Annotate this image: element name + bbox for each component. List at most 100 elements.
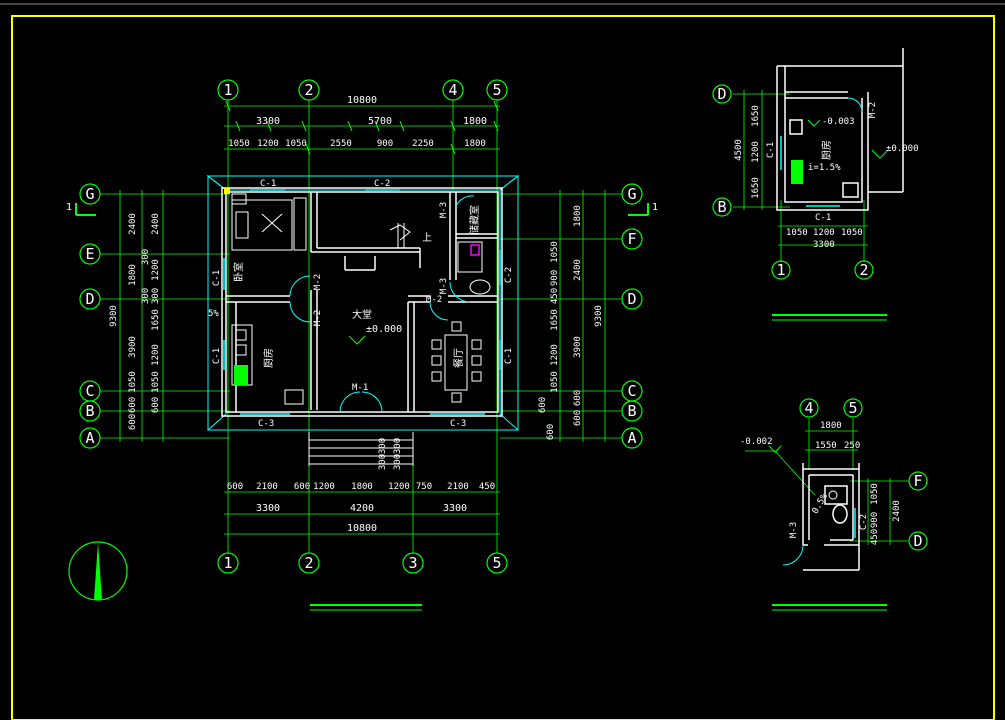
dim-left-inner-3: 1200 <box>151 259 161 281</box>
dim-left-inner-5: 1650 <box>151 309 161 331</box>
kitchen-level-out: ±0.000 <box>886 144 919 154</box>
main-floor-plan: 1 2 4 5 1 2 3 5 G E D C B A G F D C B A … <box>66 79 658 574</box>
kitchen-level-in: -0.003 <box>822 117 855 127</box>
dim-bottom-mid-3: 3300 <box>443 503 467 514</box>
kitchen-slope: i=1.5% <box>808 163 841 173</box>
dim-right-inner-1: 1800 <box>573 205 583 227</box>
axis-right-g: G <box>627 185 636 203</box>
dim-left-total: 9300 <box>109 305 119 327</box>
bathroom-detail: 4 5 F D -0.002 0.5% C-2 M-3 1800 1550 25… <box>740 398 928 571</box>
dim-steps-4: 300 <box>393 454 403 470</box>
axis-left-a: A <box>85 429 94 447</box>
section-mark-right: 1 <box>652 202 658 213</box>
dim-top-inner-7: 1800 <box>464 139 486 149</box>
dim-right-inner-7: 1200 <box>550 344 560 366</box>
dim-top-inner-2: 1200 <box>257 139 279 149</box>
kitchen-axis-d: D <box>717 85 726 103</box>
axis-left-b: B <box>85 402 94 420</box>
kitchen-dim-left-1: 1650 <box>751 105 761 127</box>
bath-door: M-3 <box>789 522 799 538</box>
toilet-icon <box>457 241 491 295</box>
dim-left-inner-1: 2400 <box>151 213 161 235</box>
hall-level: ±0.000 <box>366 324 402 335</box>
axis-left-c: C <box>85 382 94 400</box>
dim-top-inner-6: 2250 <box>412 139 434 149</box>
dim-bottom-inner-1: 600 <box>227 482 243 492</box>
bath-dim-right-total: 2400 <box>892 500 902 522</box>
dim-right-outer-3: 600 <box>573 410 583 426</box>
dim-top-total: 10800 <box>347 95 377 106</box>
door-m2-kitchen: M-2 <box>313 310 323 326</box>
door-swing-icon <box>289 275 311 297</box>
axis-bottom-5: 5 <box>492 554 501 572</box>
dim-right-outer-1: 3900 <box>573 336 583 358</box>
kitchen-axis-1: 1 <box>776 261 785 279</box>
bath-level: -0.002 <box>740 437 773 447</box>
door-m3-bath: M-3 <box>439 278 449 294</box>
dim-bottom-mid-2: 4200 <box>350 503 374 514</box>
bath-dim-top-total: 1800 <box>820 421 842 431</box>
axis-right-a: A <box>627 429 636 447</box>
door-m1: M-1 <box>352 383 368 393</box>
room-storage: 储藏室 <box>468 205 481 235</box>
axis-top-2: 2 <box>304 81 313 99</box>
bath-axis-d: D <box>913 532 922 550</box>
dim-right-outer-2: 600 <box>573 390 583 406</box>
dim-right-inner-3: 2400 <box>573 259 583 281</box>
axis-bottom-3: 3 <box>408 554 417 572</box>
axis-bottom-1: 1 <box>223 554 232 572</box>
dim-right-inner-10: 600 <box>546 424 556 440</box>
axis-bottom-2: 2 <box>304 554 313 572</box>
dim-top-inner-5: 900 <box>377 139 393 149</box>
north-arrow-icon <box>68 541 128 601</box>
dim-left-outer-5: 1050 <box>128 371 138 393</box>
bath-dim-top-2: 250 <box>844 441 860 451</box>
dim-left-inner-2: 300 <box>141 249 151 265</box>
dim-bottom-inner-9: 450 <box>479 482 495 492</box>
dim-bottom-inner-3: 600 <box>294 482 310 492</box>
dim-top-inner-3: 1050 <box>285 139 307 149</box>
kitchen-dim-left-3: 1650 <box>751 177 761 199</box>
window-c1-bedroom: C-1 <box>212 270 222 286</box>
dim-left-inner-7: 1050 <box>151 371 161 393</box>
kitchen-window: C-1 <box>815 213 831 223</box>
window-c1-right: C-1 <box>504 348 514 364</box>
dim-left-outer-4: 3900 <box>128 336 138 358</box>
dim-right-inner-6: 1650 <box>550 309 560 331</box>
dim-top-mid-2: 5700 <box>368 116 392 127</box>
axis-top-5: 5 <box>492 81 501 99</box>
dim-top-inner-1: 1050 <box>228 139 250 149</box>
dim-right-inner-9: 600 <box>538 397 548 413</box>
axis-right-c: C <box>627 382 636 400</box>
dim-top-mid-1: 3300 <box>256 116 280 127</box>
bed-icon <box>231 193 307 251</box>
dim-bottom-mid-1: 3300 <box>256 503 280 514</box>
kitchen-detail: D B 1 2 厨房 i=1.5% -0.003 ±0.000 C-1 M-2 … <box>712 48 919 280</box>
dim-right-inner-8: 1050 <box>550 371 560 393</box>
stair-up-label: 上 <box>422 232 432 244</box>
dim-steps-2: 300 <box>378 454 388 470</box>
dim-left-outer-7: 600 <box>128 414 138 430</box>
bath-window: C-2 <box>859 514 869 530</box>
dim-top-mid-3: 1800 <box>463 116 487 127</box>
axis-right-b: B <box>627 402 636 420</box>
axis-right-d: D <box>627 290 636 308</box>
dim-right-total: 9300 <box>594 305 604 327</box>
window-c1-kitchen: C-1 <box>212 348 222 364</box>
axis-top-4: 4 <box>448 81 457 99</box>
bath-dim-right-1: 1050 <box>870 483 880 505</box>
bath-dim-right-2: 900 <box>870 512 880 528</box>
kitchen-dim-left-total: 4500 <box>734 139 744 161</box>
dim-bottom-inner-5: 1800 <box>351 482 373 492</box>
dim-bottom-inner-7: 750 <box>416 482 432 492</box>
bath-axis-f: F <box>913 472 922 490</box>
axis-left-g: G <box>85 185 94 203</box>
bath-dim-top-1: 1550 <box>815 441 837 451</box>
window-c1-top: C-1 <box>260 179 276 189</box>
dim-bottom-inner-2: 2100 <box>256 482 278 492</box>
dining-table-icon <box>431 321 482 403</box>
kitchen-axis-b: B <box>717 198 726 216</box>
dim-left-outer-6: 600 <box>128 397 138 413</box>
room-bedroom: 卧室 <box>232 262 245 282</box>
